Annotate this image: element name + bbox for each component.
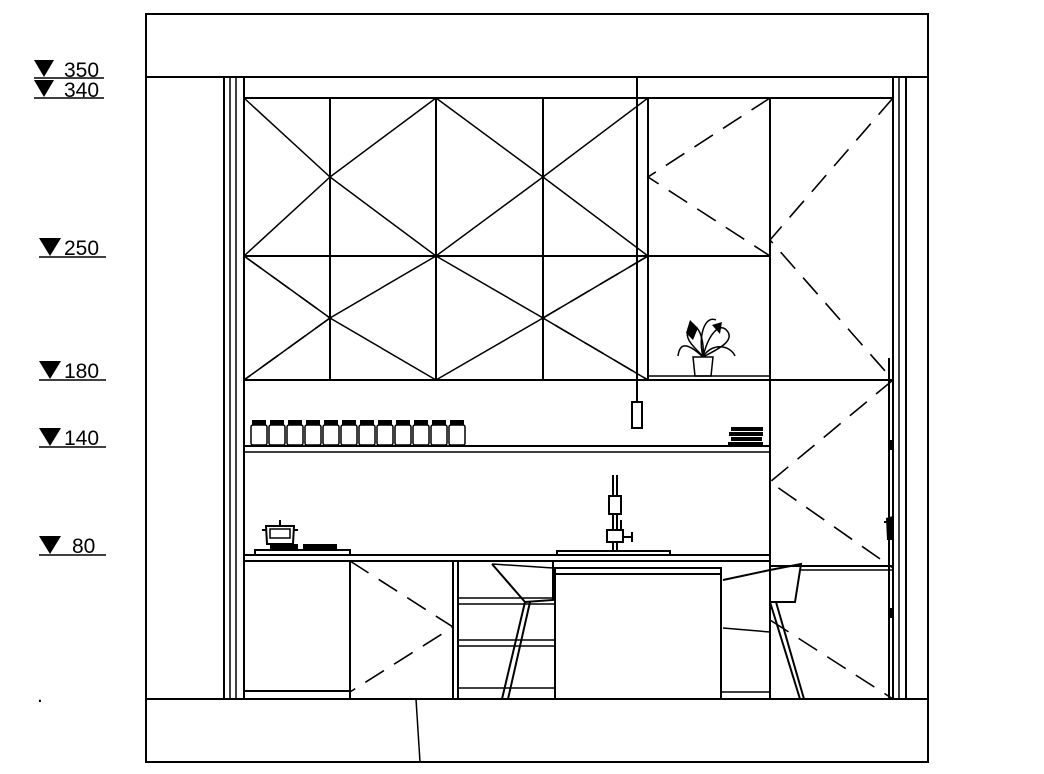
spice-jar-row (250, 420, 466, 446)
elevation-marker-80: 80 (39, 535, 106, 558)
open-shelf (244, 420, 770, 453)
elevation-marker-180: 180 (39, 360, 106, 383)
island-and-stools (491, 562, 805, 700)
elevation-label-80: 80 (72, 535, 95, 558)
pendant-light (631, 77, 643, 429)
elevation-label-250: 250 (64, 237, 99, 260)
elevation-marker-350: 350 (34, 59, 104, 82)
footnote-mark: . (37, 684, 43, 707)
room-section (145, 13, 929, 763)
elevation-marker-140: 140 (39, 427, 106, 450)
cooktop (254, 520, 351, 556)
upper-cabinets (243, 97, 894, 699)
sink-faucet (556, 475, 671, 556)
elevation-markers: 350 340 250 180 140 80 . (34, 59, 106, 707)
elevation-label-140: 140 (64, 427, 99, 450)
side-door (884, 358, 893, 699)
hidden-door-swings (243, 97, 894, 569)
elevation-label-350: 350 (64, 59, 99, 82)
bar-stool-right (722, 562, 805, 700)
elevation-label-340: 340 (64, 79, 99, 102)
elevation-marker-340: 340 (34, 79, 104, 102)
upper-door-swings (243, 97, 649, 381)
potted-plant (677, 318, 736, 377)
bar-stool-left (491, 562, 554, 700)
elevation-label-180: 180 (64, 360, 99, 383)
book-stack (728, 427, 763, 445)
elevation-marker-250: 250 (39, 237, 106, 260)
